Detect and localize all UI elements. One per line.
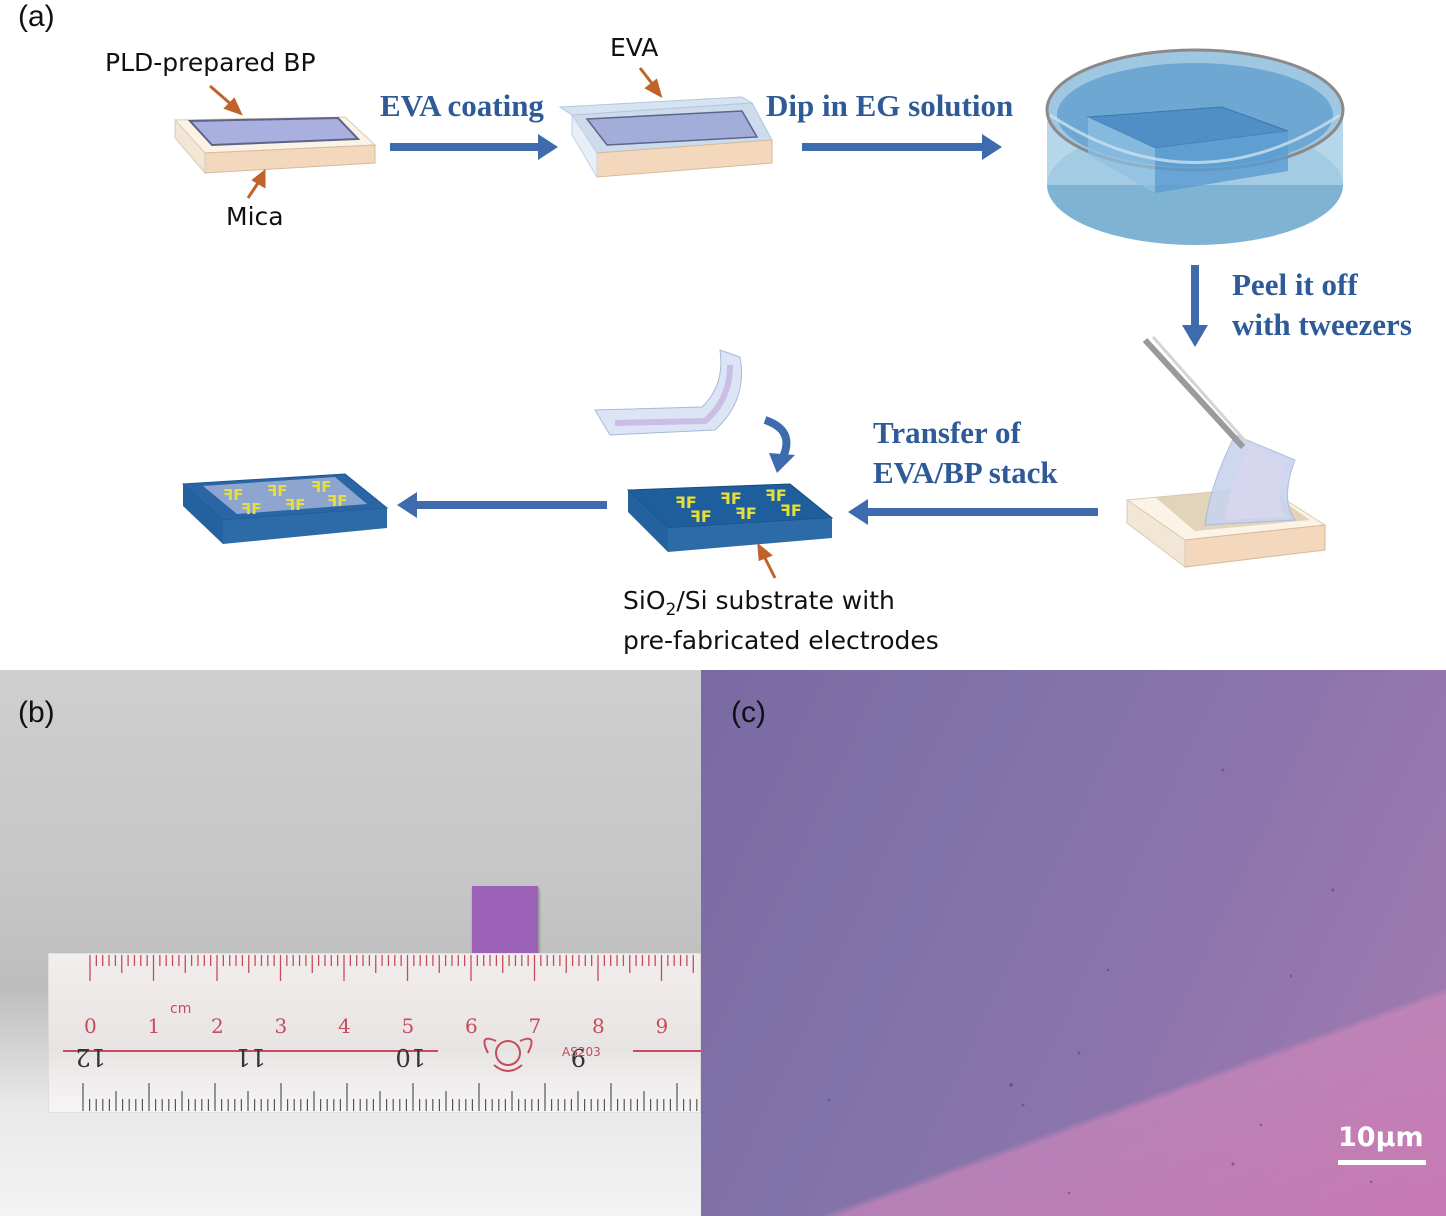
ruler-unit: cm	[170, 1001, 191, 1017]
panel-a-label: (a)	[18, 0, 55, 33]
svg-text:ꟻF: ꟻF	[765, 486, 787, 505]
ruler-top-number: 6	[465, 1014, 478, 1038]
step-eva-coating: EVA coating	[380, 88, 544, 123]
ruler-top-number: 4	[338, 1014, 351, 1038]
substrate-label-sub: 2	[665, 600, 677, 620]
ruler-top-number: 8	[592, 1014, 605, 1038]
ruler-bottom-number: 10	[395, 1043, 426, 1071]
arrow-final	[397, 492, 607, 518]
ruler-top-number: 5	[402, 1014, 415, 1038]
substrate-label-line2: pre-fabricated electrodes	[623, 626, 939, 655]
svg-text:ꟻF: ꟻF	[223, 486, 244, 504]
substrate-label-post: /Si substrate with	[676, 586, 895, 615]
ruler-bottom-number: 12	[75, 1043, 106, 1071]
ruler-top-number: 2	[211, 1014, 224, 1038]
ruler-bottom-number: 11	[235, 1043, 266, 1071]
micrograph-particles	[827, 768, 1373, 1195]
pointer-arrows	[209, 67, 777, 579]
eva-bp-film	[594, 349, 743, 436]
scale-bar-label: 10μm	[1338, 1122, 1424, 1153]
step-transfer-line2: EVA/BP stack	[873, 455, 1058, 490]
ruler-angel-logo	[483, 1037, 533, 1072]
final-device: ꟻF ꟻF ꟻF ꟻF ꟻF ꟻF	[181, 473, 389, 544]
panel-b-label: (b)	[18, 696, 55, 729]
substrate-label-line1: SiO2/Si substrate with	[623, 586, 895, 620]
bp-sample-chip	[472, 886, 538, 954]
svg-text:ꟻF: ꟻF	[241, 500, 262, 518]
pld-bp-label: PLD-prepared BP	[105, 48, 316, 77]
arrow-peel-down	[1182, 265, 1208, 347]
scale-bar-line	[1338, 1160, 1426, 1165]
step-transfer-line1: Transfer of	[873, 415, 1021, 450]
panel-c-micrograph: (c) 10μm	[701, 670, 1446, 1216]
ruler-top-number: 9	[656, 1014, 669, 1038]
ruler-top-number: 1	[148, 1014, 161, 1038]
ruler-top-number: 3	[275, 1014, 288, 1038]
ruler-top-number: 7	[529, 1014, 542, 1038]
svg-text:ꟻF: ꟻF	[735, 504, 757, 523]
svg-text:ꟻF: ꟻF	[675, 493, 697, 512]
ruler-top-number: 0	[84, 1014, 97, 1038]
svg-text:ꟻF: ꟻF	[285, 496, 306, 514]
svg-text:ꟻF: ꟻF	[311, 478, 332, 496]
svg-text:ꟻF: ꟻF	[690, 507, 712, 526]
arrow-transfer	[848, 499, 1098, 525]
bp-on-mica-sample	[173, 116, 377, 175]
step-dip: Dip in EG solution	[766, 88, 1014, 123]
ruler-model: AS203	[562, 1045, 601, 1059]
arrow-dip	[802, 134, 1002, 160]
panel-c-label: (c)	[731, 696, 766, 729]
svg-text:ꟻF: ꟻF	[267, 482, 288, 500]
substrate-label-pre: SiO	[623, 586, 666, 615]
eva-label: EVA	[610, 33, 659, 62]
step-peel-line1: Peel it off	[1232, 267, 1358, 302]
ruler-bottom-number: 9	[571, 1043, 586, 1071]
svg-text:ꟻF: ꟻF	[720, 489, 742, 508]
svg-text:ꟻF: ꟻF	[327, 492, 348, 510]
substrate-with-electrodes: ꟻF ꟻF ꟻF ꟻF ꟻF ꟻF	[626, 483, 834, 552]
eva-coated-sample	[558, 96, 773, 179]
step-peel-line2: with tweezers	[1232, 307, 1412, 342]
mica-label: Mica	[226, 202, 284, 231]
svg-text:ꟻF: ꟻF	[780, 501, 802, 520]
petri-dish	[1045, 48, 1345, 245]
film-edge-region	[701, 670, 1446, 1216]
curved-down-arrow	[763, 416, 795, 473]
arrow-eva-coating	[390, 134, 558, 160]
tweezers-peeling	[1125, 336, 1327, 569]
